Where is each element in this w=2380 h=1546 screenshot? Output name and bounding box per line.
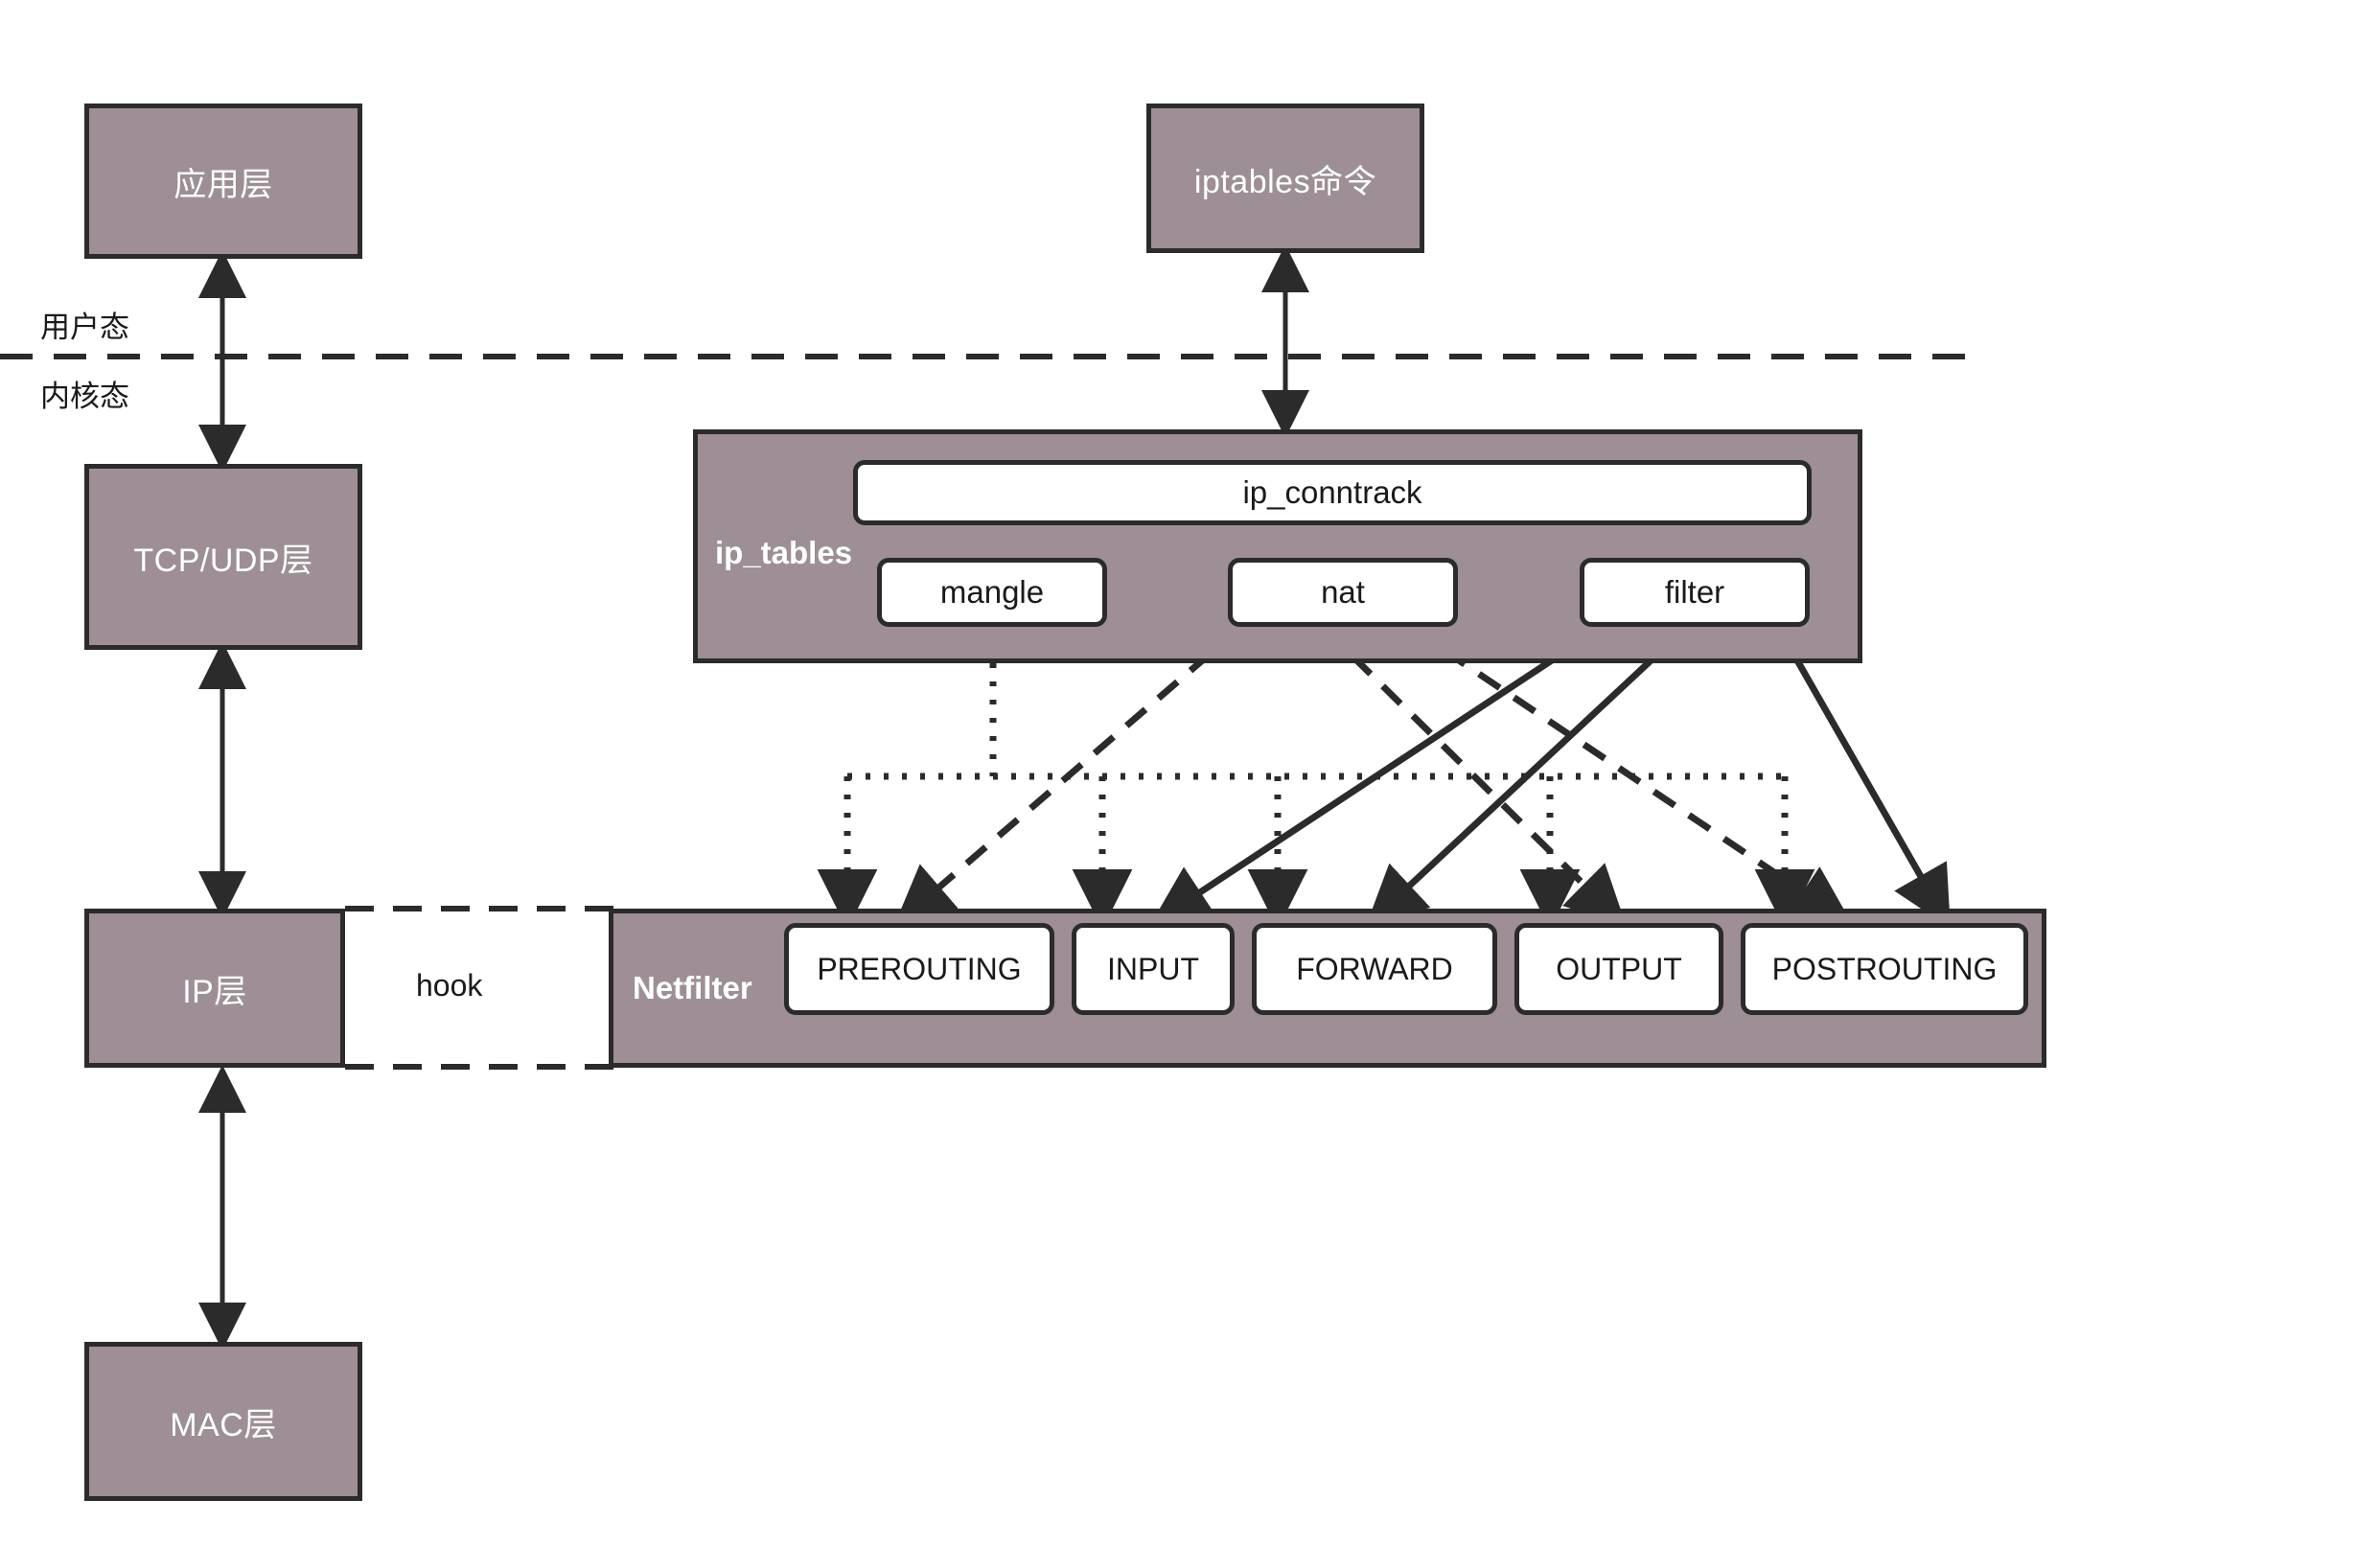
ip-layer-label: IP层 — [182, 973, 247, 1010]
ip-conntrack-label: ip_conntrack — [1242, 474, 1422, 510]
hook-label: hook — [416, 968, 483, 1003]
netfilter-label: Netfilter — [633, 970, 752, 1005]
table-label-nat: nat — [1321, 574, 1365, 610]
table-box-filter[interactable]: filter — [1580, 558, 1810, 627]
chain-label-output: OUTPUT — [1556, 951, 1682, 986]
iptables-command-label: iptables命令 — [1193, 163, 1377, 200]
nat-connectors — [893, 624, 1854, 927]
tcp-udp-layer-box[interactable]: TCP/UDP层 — [84, 464, 362, 650]
table-box-nat[interactable]: nat — [1228, 558, 1458, 627]
filter-connectors — [1149, 624, 1951, 929]
chain-label-prerouting: PREROUTING — [817, 951, 1022, 986]
iptables-command-box[interactable]: iptables命令 — [1146, 104, 1424, 253]
mangle-connectors — [817, 627, 1815, 930]
table-label-mangle: mangle — [939, 574, 1045, 610]
mac-layer-label: MAC层 — [170, 1406, 277, 1443]
table-box-mangle[interactable]: mangle — [877, 558, 1107, 627]
kernel-mode-label: 内核态 — [40, 380, 129, 413]
ip-conntrack-box[interactable]: ip_conntrack — [853, 460, 1812, 525]
chain-box-prerouting[interactable]: PREROUTING — [784, 923, 1054, 1015]
mac-layer-box[interactable]: MAC层 — [84, 1342, 362, 1501]
app-layer-box[interactable]: 应用层 — [84, 104, 362, 259]
tcp-udp-layer-label: TCP/UDP层 — [133, 542, 313, 579]
chain-box-forward[interactable]: FORWARD — [1252, 923, 1497, 1015]
chain-box-output[interactable]: OUTPUT — [1514, 923, 1723, 1015]
ip-tables-label: ip_tables — [715, 535, 853, 570]
chain-box-postrouting[interactable]: POSTROUTING — [1741, 923, 2028, 1015]
user-mode-label: 用户态 — [40, 311, 129, 344]
chain-label-forward: FORWARD — [1296, 951, 1453, 986]
chain-label-postrouting: POSTROUTING — [1771, 951, 1998, 986]
ip-layer-box[interactable]: IP层 — [84, 909, 345, 1068]
chain-label-input: INPUT — [1107, 951, 1199, 986]
chain-box-input[interactable]: INPUT — [1072, 923, 1235, 1015]
app-layer-label: 应用层 — [173, 166, 273, 203]
table-label-filter: filter — [1664, 574, 1725, 610]
